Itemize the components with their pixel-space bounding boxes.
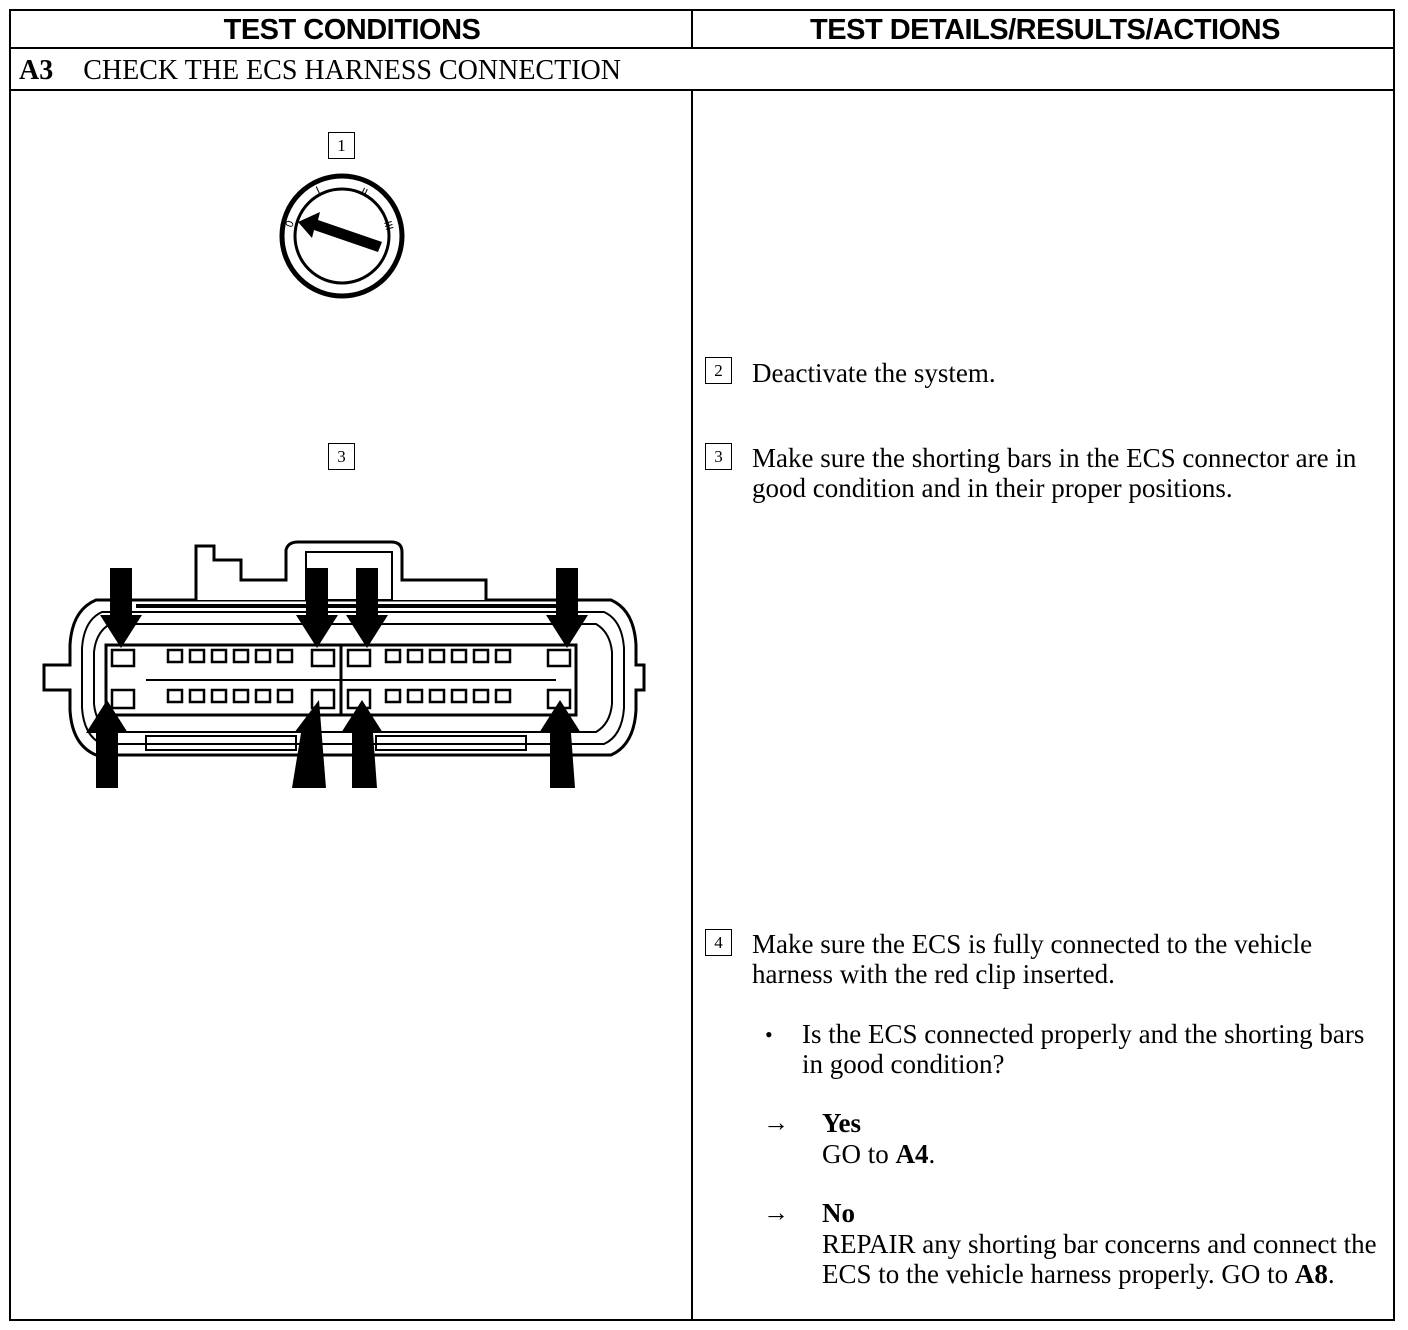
- header-divider: [691, 11, 693, 49]
- answer-yes-label: Yes: [822, 1108, 861, 1138]
- ignition-mark-3: III: [381, 220, 395, 232]
- figure-step-3-box: 3: [328, 443, 355, 470]
- answer-yes-target: A4: [895, 1139, 929, 1169]
- pointer-arrow-icon: [100, 568, 588, 648]
- question-text: Is the ECS connected properly and the sh…: [802, 1019, 1365, 1079]
- step-4-box: 4: [705, 929, 732, 956]
- header-rule: [11, 47, 1393, 49]
- yes-arrow-icon: →: [763, 1108, 789, 1137]
- ignition-mark-0: 0: [284, 219, 297, 229]
- figure-step-1-box: 1: [328, 132, 355, 159]
- step-2-box: 2: [705, 357, 732, 384]
- answer-no-action: REPAIR any shorting bar concerns and con…: [822, 1229, 1377, 1289]
- test-table: TEST CONDITIONS TEST DETAILS/RESULTS/ACT…: [9, 9, 1395, 1321]
- step-3-box: 3: [705, 443, 732, 470]
- ignition-mark-1: I: [314, 185, 322, 197]
- ecs-connector-icon: [42, 540, 646, 788]
- section-code: A3: [19, 55, 54, 86]
- answer-no-target: A8: [1294, 1259, 1328, 1289]
- answer-no-label: No: [822, 1198, 855, 1228]
- question-bullet: •: [765, 1022, 773, 1047]
- answer-yes-action: GO to A4.: [822, 1139, 936, 1169]
- section-heading: A3 CHECK THE ECS HARNESS CONNECTION: [19, 55, 621, 87]
- ignition-switch-icon: 0 I II III: [279, 173, 405, 299]
- step-2-text: Deactivate the system.: [752, 358, 996, 388]
- header-test-conditions: TEST CONDITIONS: [223, 13, 481, 46]
- column-divider: [691, 89, 693, 1321]
- section-title: CHECK THE ECS HARNESS CONNECTION: [83, 55, 621, 86]
- ignition-mark-2: II: [359, 186, 370, 199]
- step-4-text: Make sure the ECS is fully connected to …: [752, 929, 1313, 989]
- header-test-details: TEST DETAILS/RESULTS/ACTIONS: [810, 13, 1280, 46]
- section-rule: [11, 89, 1393, 91]
- step-3-text: Make sure the shorting bars in the ECS c…: [752, 443, 1357, 503]
- no-arrow-icon: →: [763, 1198, 789, 1227]
